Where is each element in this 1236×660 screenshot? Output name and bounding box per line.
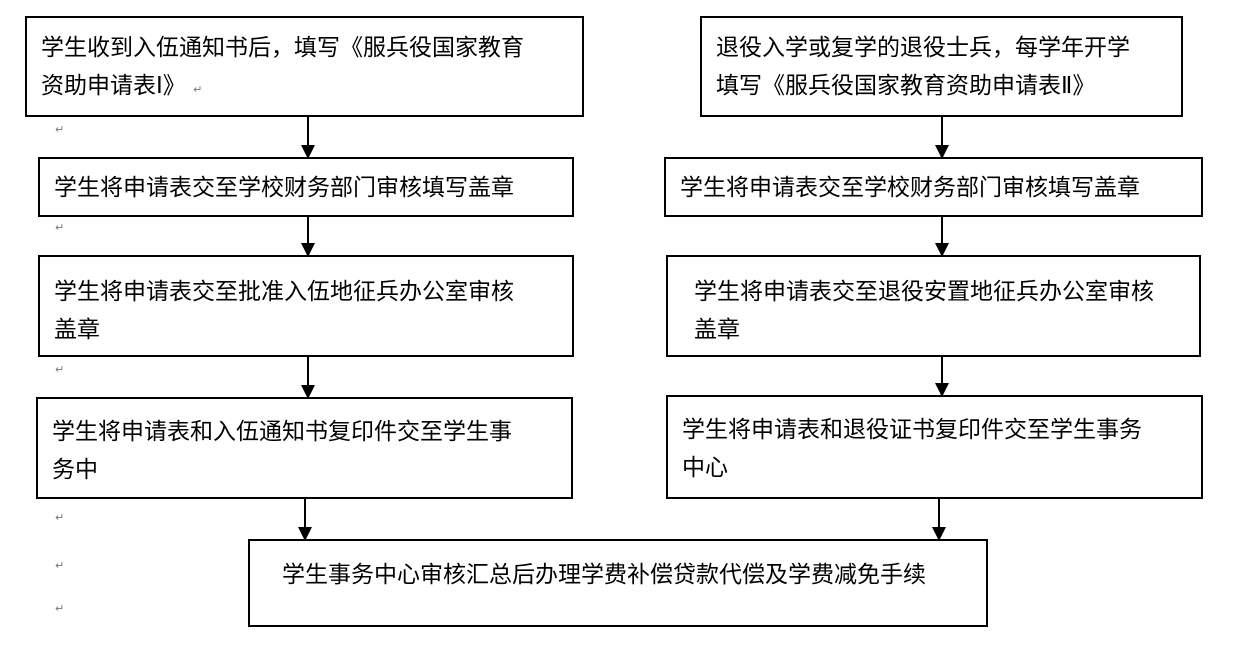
left-step2-line1: 学生将申请表交至学校财务部门审核填写盖章 <box>54 175 514 201</box>
right-step1-line1: 退役入学或复学的退役士兵，每学年开学 <box>716 35 1130 61</box>
right-step4-line1: 学生将申请表和退役证书复印件交至学生事务 <box>682 417 1142 443</box>
paragraph-mark: ↵ <box>55 123 65 136</box>
paragraph-mark: ↵ <box>55 511 65 524</box>
arrow-left-2 <box>301 217 315 257</box>
arrow-left-3 <box>301 357 315 399</box>
right-step3-line2: 盖章 <box>694 317 740 343</box>
arrow-right-2 <box>935 217 949 257</box>
paragraph-mark: ↵ <box>55 602 65 615</box>
left-step3-line1: 学生将申请表交至批准入伍地征兵办公室审核 <box>54 279 514 305</box>
right-step2-box: 学生将申请表交至学校财务部门审核填写盖章 <box>664 157 1203 217</box>
right-step3-line1: 学生将申请表交至退役安置地征兵办公室审核 <box>694 279 1154 305</box>
right-step1-box: 退役入学或复学的退役士兵，每学年开学 填写《服兵役国家教育资助申请表Ⅱ》 <box>700 16 1183 117</box>
right-step1-line2: 填写《服兵役国家教育资助申请表Ⅱ》 <box>716 73 1096 99</box>
right-step4-box: 学生将申请表和退役证书复印件交至学生事务 中心 <box>666 395 1203 499</box>
right-step3-box: 学生将申请表交至退役安置地征兵办公室审核 盖章 <box>666 255 1201 357</box>
left-step1-box: 学生收到入伍通知书后，填写《服兵役国家教育 资助申请表I》 ↵ <box>25 16 584 117</box>
left-step4-box: 学生将申请表和入伍通知书复印件交至学生事 务中 <box>36 397 573 499</box>
left-step4-line1: 学生将申请表和入伍通知书复印件交至学生事 <box>52 419 512 445</box>
paragraph-mark: ↵ <box>55 559 65 572</box>
paragraph-mark: ↵ <box>55 363 65 376</box>
left-step4-line2: 务中 <box>52 457 98 483</box>
left-step2-box: 学生将申请表交至学校财务部门审核填写盖章 <box>38 157 574 217</box>
right-step4-line2: 中心 <box>682 455 728 481</box>
arrow-right-1 <box>935 117 949 159</box>
arrow-right-3 <box>935 357 949 397</box>
arrow-left-4 <box>298 499 312 541</box>
paragraph-mark: ↵ <box>55 221 65 234</box>
arrow-right-4 <box>932 499 946 541</box>
final-step-box: 学生事务中心审核汇总后办理学费补偿贷款代偿及学费减免手续 <box>248 539 988 627</box>
left-step1-line1: 学生收到入伍通知书后，填写《服兵役国家教育 <box>41 35 524 61</box>
right-step2-line1: 学生将申请表交至学校财务部门审核填写盖章 <box>680 175 1140 201</box>
final-step-line1: 学生事务中心审核汇总后办理学费补偿贷款代偿及学费减免手续 <box>282 562 926 588</box>
arrow-left-1 <box>301 117 315 159</box>
left-step1-line2: 资助申请表I》 ↵ <box>41 73 203 99</box>
left-step3-line2: 盖章 <box>54 317 100 343</box>
left-step3-box: 学生将申请表交至批准入伍地征兵办公室审核 盖章 <box>38 255 574 357</box>
